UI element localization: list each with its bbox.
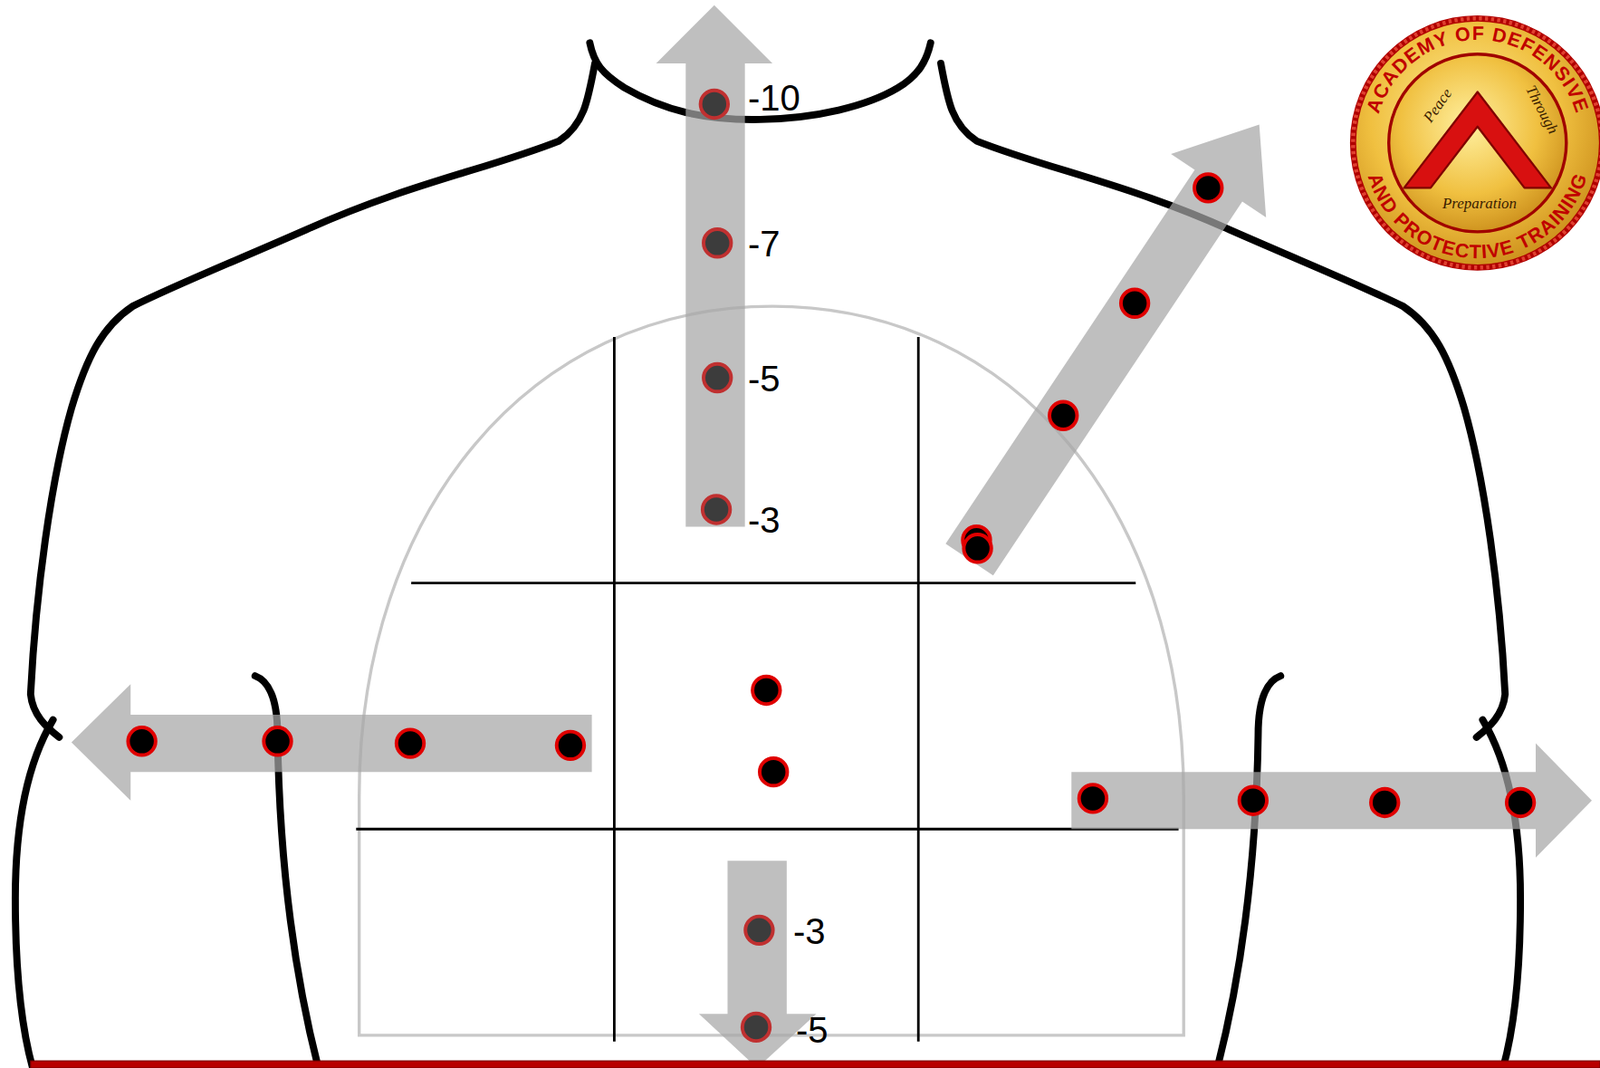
hit-dot (703, 364, 731, 392)
penalty-number: -10 (747, 79, 801, 116)
direction-arrows (71, 5, 1592, 1068)
grid-line (411, 581, 1136, 585)
hit-dot (1194, 173, 1222, 202)
hit-dot (745, 916, 773, 944)
logo-ring (1356, 21, 1600, 265)
inner-arm-line (1216, 675, 1281, 1068)
logo-outer-edge (1350, 15, 1600, 271)
logo-motto: Peace (1418, 85, 1456, 127)
diagonal-arrow-shape (921, 93, 1307, 592)
hit-dot (702, 495, 730, 523)
hit-dot (396, 728, 424, 757)
hit-dot (263, 727, 291, 755)
penalty-number: -3 (747, 501, 781, 538)
logo-ring-text: AND PROTECTIVE TRAINING (1363, 170, 1592, 263)
outer-arm-line (15, 719, 54, 1068)
left-arrow (71, 683, 593, 800)
logo-ring-text: ACADEMY OF DEFENSIVE (1361, 22, 1593, 116)
hit-dot (556, 731, 585, 759)
logo-serration (1352, 18, 1600, 268)
penalty-number: -5 (795, 1011, 829, 1048)
grid-line (355, 827, 1179, 831)
target-outline (359, 306, 1185, 1035)
logo-motto: Through (1522, 82, 1562, 137)
hit-dot (759, 757, 787, 786)
hit-dot (1079, 784, 1107, 812)
grid-line (917, 336, 920, 1042)
hit-dot (742, 1013, 770, 1041)
hit-dot (963, 534, 991, 562)
hit-dot (127, 727, 155, 755)
body-outline (15, 42, 1521, 1068)
shoulder-line (30, 63, 595, 738)
logo-chevron (1404, 91, 1552, 188)
logo-text: ACADEMY OF DEFENSIVEPeace ThroughPreparat… (1361, 22, 1593, 263)
hit-dot (1239, 785, 1267, 814)
diagonal-arrow (921, 93, 1307, 592)
grid-line (613, 336, 616, 1042)
logo-ring-text: AND PROTECTIVE TRAINING (1363, 170, 1592, 263)
right-arrow (1071, 743, 1592, 858)
hit-dot (1049, 402, 1077, 430)
logo-motto: Preparation (1441, 194, 1517, 212)
hit-dots (127, 90, 1534, 1041)
hit-dot (1370, 788, 1399, 816)
hit-dot (1506, 788, 1534, 816)
hit-dot (752, 676, 780, 704)
logo-inner-disc (1389, 54, 1567, 232)
logo-ring-text: ACADEMY OF DEFENSIVE (1361, 22, 1593, 116)
penalty-number: -3 (793, 912, 826, 949)
bottom-bar (30, 1060, 1600, 1068)
hit-dot (703, 229, 731, 257)
hit-dot (700, 90, 729, 118)
penalty-number: -7 (747, 225, 781, 262)
left-side (15, 63, 595, 1068)
penalty-number: -5 (747, 360, 781, 397)
hit-dot (1120, 289, 1149, 317)
